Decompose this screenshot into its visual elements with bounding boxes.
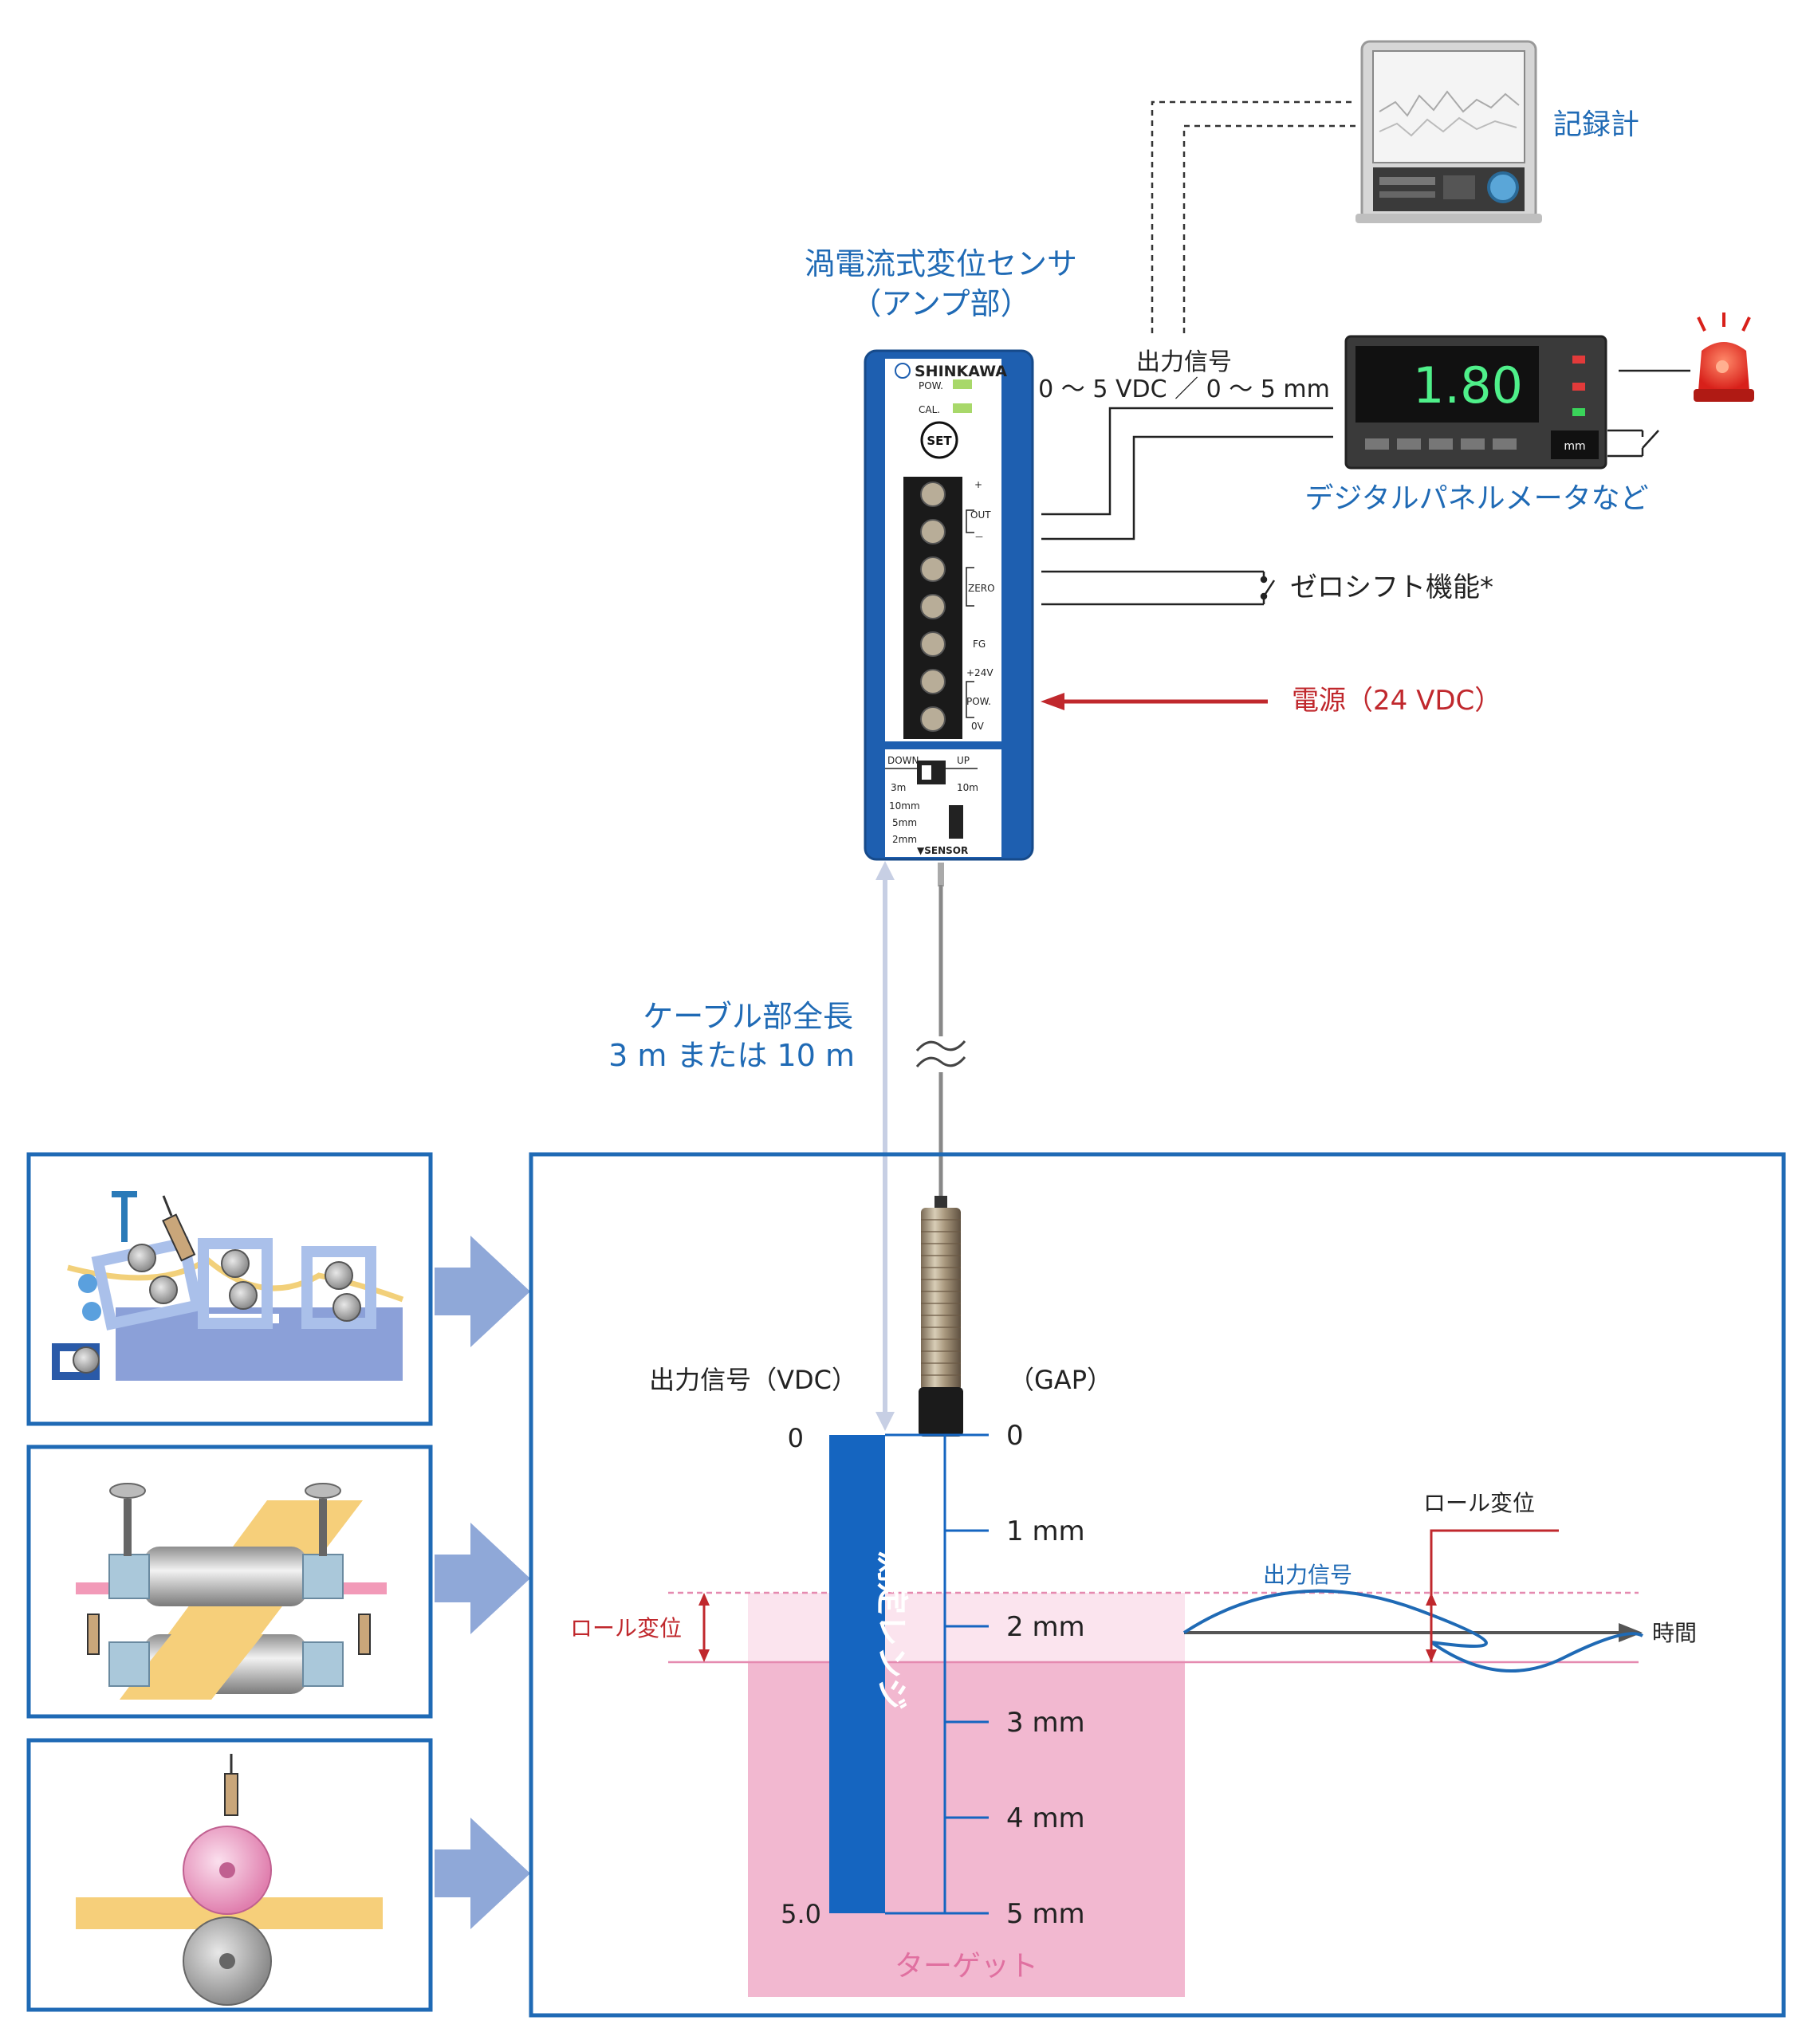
eddy-current-probe-icon [919, 1196, 963, 1437]
target-area [748, 1662, 1185, 1997]
power-label: 電源（24 VDC） [1292, 685, 1501, 717]
pow-led-icon [953, 379, 972, 389]
cable-length-line2: 3 m または 10 m [608, 1038, 855, 1073]
term-plus: + [974, 479, 982, 490]
amp-cal-led-label: CAL. [919, 404, 940, 415]
gap-header: （GAP） [1009, 1365, 1112, 1395]
output-signal-waveform [1182, 1589, 1644, 1673]
sensor-port-label: ▼SENSOR [917, 845, 968, 856]
roll-displacement-arrow-right [1426, 1529, 1559, 1662]
range-5mm: 5mm [892, 817, 917, 828]
chart-recorder-icon: 記録計 [1355, 40, 1639, 223]
recorder-signal-lines [1151, 100, 1355, 333]
cable-length-line1: ケーブル部全長 [643, 999, 853, 1034]
measuring-range-label: 測定レンジ [873, 1551, 910, 1710]
output-signal-line1: 出力信号 [1136, 348, 1232, 376]
set-button[interactable] [920, 421, 958, 459]
cal-led-icon [953, 403, 972, 413]
panel-meter-label: デジタルパネルメータなど [1304, 482, 1648, 515]
application-panel-2 [26, 1445, 433, 1719]
time-label: 時間 [1652, 1620, 1697, 1646]
term-fg: FG [973, 639, 986, 650]
measurement-panel [529, 1152, 1786, 2018]
cable-break-icon [915, 1040, 966, 1067]
output-vdc-header: 出力信号（VDC） [649, 1365, 857, 1395]
digital-panel-meter-icon: 1.80 mm [1344, 335, 1607, 470]
output-signal-line2: 0 ～ 5 VDC ／ 0 ～ 5 mm [1038, 375, 1330, 403]
output-wires [1041, 407, 1333, 606]
cable-connector [938, 863, 944, 886]
meter-display: 1.80 [1413, 356, 1523, 415]
sensor-title-line1: 渦電流式変位センサ [805, 246, 1077, 281]
terminal-screws [920, 482, 946, 732]
gap-scale [885, 1433, 989, 1915]
gap-tick-3: 3 mm [1006, 1707, 1085, 1739]
range-2mm: 2mm [892, 834, 917, 845]
application-arrows [435, 1236, 530, 1929]
roll-displacement-arrow-left [698, 1593, 710, 1662]
target-label: ターゲット [895, 1950, 1038, 1983]
gap-tick-2: 2 mm [1006, 1611, 1085, 1643]
range-10mm: 10mm [889, 800, 920, 812]
switch-up: UP [957, 755, 970, 766]
switch-10m: 10m [957, 782, 978, 793]
cable-length-arrow [875, 861, 895, 1431]
term-zero: ZERO [968, 583, 995, 594]
amp-pow-led-label: POW. [919, 380, 943, 391]
gap-tick-4: 4 mm [1006, 1802, 1085, 1834]
gap-tick-5: 5 mm [1006, 1898, 1085, 1930]
roll-displacement-label-left: ロール変位 [570, 1615, 682, 1641]
zero-shift-label: ゼロシフト機能* [1290, 572, 1493, 603]
power-arrow [1041, 693, 1268, 710]
amp-brand: SHINKAWA [915, 363, 1007, 380]
warning-lamp-icon [1694, 312, 1754, 402]
zero-shift-switch-icon [1260, 572, 1276, 604]
relay-contact-icon [1607, 429, 1659, 458]
application-panel-1 [26, 1152, 433, 1426]
term-minus: － [974, 532, 984, 543]
measuring-range-text: 測定レンジ [873, 1551, 910, 1710]
sensor-title-line2: （アンプ部） [851, 286, 1030, 321]
amplifier-unit: SHINKAWA POW. CAL. SET + OUT － ZERO FG +… [864, 349, 1034, 861]
application-panel-3 [26, 1738, 433, 2012]
vdc-five: 5.0 [781, 1899, 821, 1929]
term-out: OUT [970, 509, 991, 521]
term-24v: +24V [966, 667, 993, 678]
switch-3m: 3m [891, 782, 906, 793]
term-pow: POW. [966, 696, 991, 707]
brand-logo-icon [895, 363, 911, 379]
output-signal-wave-label: 出力信号 [1263, 1562, 1352, 1588]
range-switch[interactable] [949, 805, 963, 839]
gap-tick-0: 0 [1006, 1420, 1024, 1452]
gap-tick-1: 1 mm [1006, 1515, 1085, 1547]
switch-down: DOWN [887, 755, 919, 766]
measuring-range-bar [829, 1435, 885, 1913]
recorder-label: 記録計 [1553, 108, 1639, 141]
term-0v: 0V [971, 721, 985, 732]
meter-unit: mm [1564, 440, 1585, 453]
roll-displacement-label-right: ロール変位 [1423, 1490, 1535, 1516]
set-button-label: SET [927, 434, 952, 448]
vdc-zero: 0 [788, 1423, 804, 1453]
